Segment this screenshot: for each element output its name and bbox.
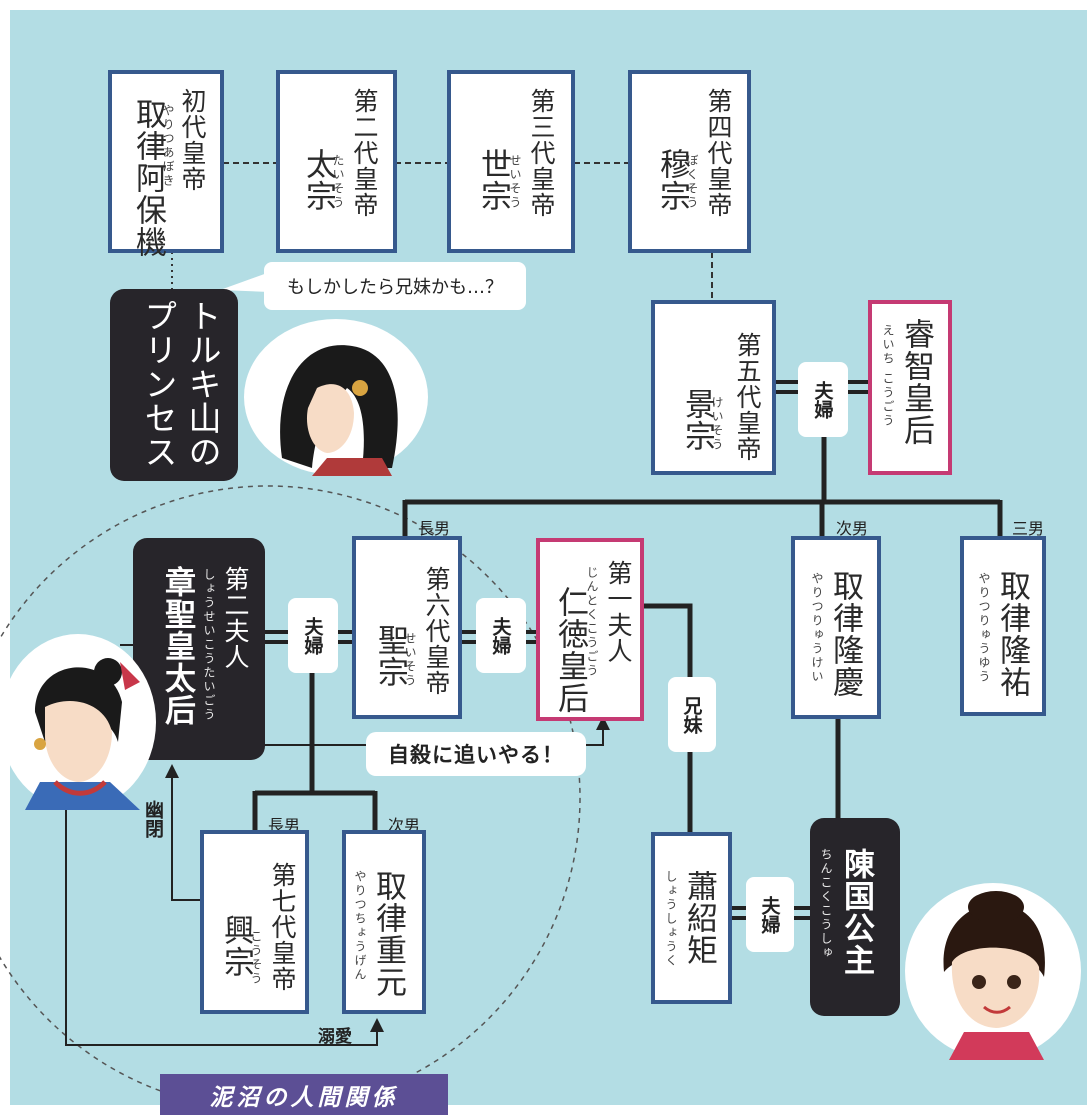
emperor-first-ruby: やりつあぼき [161,104,175,188]
highlight-circle [0,485,581,1111]
emperor-third-name: 世宗 [475,148,511,212]
consort-second-portrait [0,634,156,810]
zhongyuan-ruby: やりつちょうげん [353,870,367,982]
relationship-banner: 泥沼の人間関係 [160,1074,448,1115]
zhongyuan-name: 取律重元 [370,870,406,998]
longqing-ruby: やりつりゅうけい [810,572,824,684]
emperor-third-ruby: せいそう [508,154,522,210]
emperor-fifth-box: 第五代皇帝 けいそう 景宗 [651,300,776,475]
xiaoshaoju-name: 蕭紹矩 [681,870,717,966]
speech-bubble: もしかしたら兄妹かも…？ [264,262,526,310]
princess-turki-line1: トルキ山の [183,299,222,469]
couple-tag-princess-chen: 夫婦 [746,877,794,952]
emperor-second-title: 第二代皇帝 [350,88,379,218]
longqing-box: 取律隆慶 やりつりゅうけい [791,536,881,719]
xiaoshaoju-box: 蕭紹矩 しょうしょうく [651,832,732,1004]
emperor-seventh-title: 第七代皇帝 [268,862,297,992]
princess-chen-box: 陳国公主 ちんこくこうしゅ [810,818,900,1016]
label-third-son-longyou: 三男 [1012,519,1045,538]
emperor-fourth-ruby: ぼくそう [685,154,699,210]
zhongyuan-box: 取律重元 やりつちょうげん [342,830,426,1014]
emperor-sixth-name: 聖宗 [372,624,408,688]
princess-turki-box: トルキ山の プリンセス [110,289,238,481]
emperor-fourth-title: 第四代皇帝 [704,88,733,218]
emperor-first-title: 初代皇帝 [178,88,207,192]
emperor-third-title: 第三代皇帝 [527,88,556,218]
longyou-ruby: やりつりゅうゆう [977,572,991,684]
emperor-first-name: 取律阿保機 [130,98,166,258]
consort-second-ruby: しょうせいこうたいごう [202,568,216,722]
xiaoshaoju-ruby: しょうしょうく [664,870,678,968]
couple-tag-second-consort: 夫婦 [288,598,338,673]
princess-chen-ruby: ちんこくこうしゅ [819,848,833,960]
doting-label: 溺愛 [318,1027,352,1047]
consort-second-box: 第二夫人 しょうせいこうたいごう 章聖皇太后 [133,538,265,760]
longyou-box: 取律隆祐 やりつりゅうゆう [960,536,1046,716]
princess-turki-portrait [244,319,428,476]
consort-first-name: 仁徳皇后 [552,586,588,714]
emperor-second-ruby: たいそう [331,154,345,210]
suicide-label: 自殺に追いやる！ [366,732,586,776]
label-second-son-longqing: 次男 [836,519,869,538]
consort-first-title: 第一夫人 [604,560,633,664]
emperor-fourth-box: 第四代皇帝 ぼくそう 穆宗 [628,70,751,253]
couple-tag-keizong: 夫婦 [798,362,848,437]
princess-chen-portrait [905,883,1081,1060]
longqing-name: 取律隆慶 [827,570,863,698]
emperor-fifth-title: 第五代皇帝 [733,332,762,462]
emperor-seventh-box: 第七代皇帝 こうそう 興宗 [200,830,309,1014]
label-eldest-son-shengzong: 長男 [418,519,451,538]
empress-ruizhi-ruby: えいち こうごう [881,324,895,428]
empress-ruizhi-name: 睿智皇后 [898,318,934,446]
emperor-second-name: 太宗 [300,148,336,212]
princess-turki-line2: プリンセス [139,299,178,469]
emperor-sixth-title: 第六代皇帝 [422,566,451,696]
consort-second-title: 第二夫人 [221,566,250,670]
consort-second-name: 章聖皇太后 [159,566,195,726]
emperor-second-box: 第二代皇帝 たいそう 太宗 [276,70,397,253]
emperor-fourth-name: 穆宗 [654,148,690,212]
emperor-seventh-name: 興宗 [218,914,254,978]
emperor-first-box: 初代皇帝 やりつあぼき 取律阿保機 [108,70,224,258]
empress-ruizhi-box: 睿智皇后 えいち こうごう [868,300,952,475]
consort-first-box: 第一夫人 じんとくこうごう 仁徳皇后 [536,538,644,721]
emperor-fifth-ruby: けいそう [710,396,724,452]
longyou-name: 取律隆祐 [994,570,1030,698]
siblings-tag: 兄妹 [668,677,716,752]
emperor-sixth-box: 第六代皇帝 せいそう 聖宗 [352,536,462,719]
couple-tag-first-consort: 夫婦 [476,598,526,673]
bubble-tail [220,272,270,292]
princess-chen-name: 陳国公主 [838,848,874,976]
emperor-seventh-ruby: こうそう [249,930,263,986]
emperor-sixth-ruby: せいそう [403,632,417,688]
emperor-third-box: 第三代皇帝 せいそう 世宗 [447,70,575,253]
consort-first-ruby: じんとくこうごう [585,566,599,678]
emperor-fifth-name: 景宗 [679,388,715,452]
confine-label: 幽閉 [142,800,164,838]
